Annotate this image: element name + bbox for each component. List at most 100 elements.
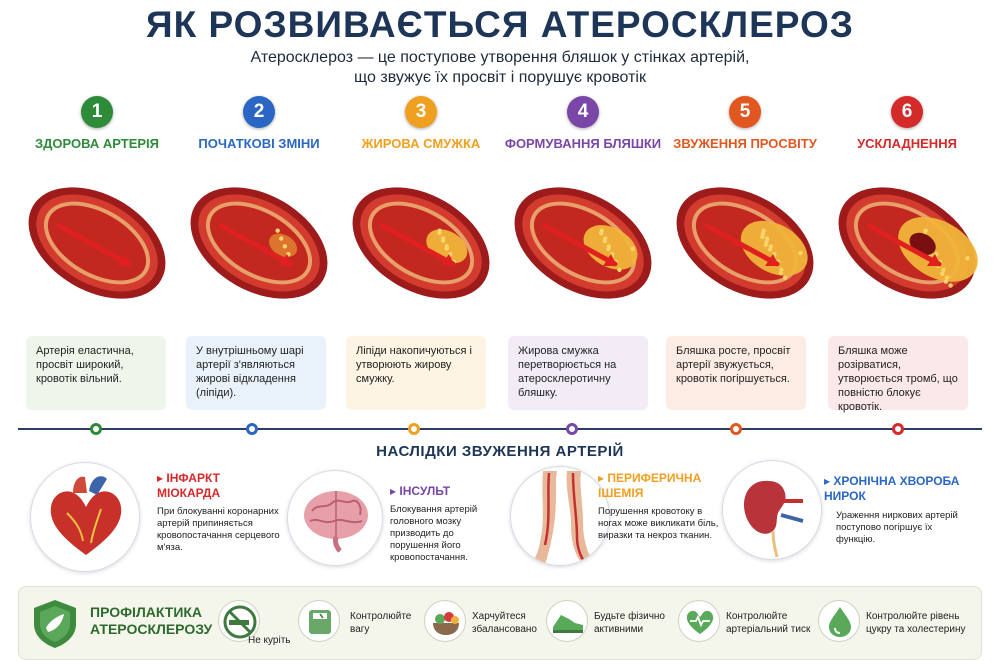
blood-flow-arrowhead: [765, 254, 779, 266]
artery-group: [838, 187, 978, 299]
healthy-food-icon: [424, 600, 466, 642]
stage-1: 1 ЗДОРОВА АРТЕРІЯ: [16, 96, 178, 310]
artery-illustration: [190, 187, 328, 299]
consequence-desc: Ураження ниркових артерій поступово погі…: [836, 510, 958, 545]
lipid-droplet: [760, 234, 765, 240]
blood-flow-arrow: [56, 223, 132, 267]
stage-number: 4: [567, 96, 599, 128]
blood-flow-arrow: [380, 223, 456, 267]
blood-flow-arrowhead: [603, 254, 617, 266]
artery-group: [28, 187, 166, 299]
lipid-droplet: [279, 236, 284, 241]
stage-number: 1: [81, 96, 113, 128]
timeline-line: [18, 428, 982, 430]
stage-2: 2 ПОЧАТКОВІ ЗМІНИ: [178, 96, 340, 310]
blood-flow-arrow: [866, 223, 942, 267]
stage-5: 5 ЗВУЖЕННЯ ПРОСВІТУ: [664, 96, 826, 310]
tip-text: Контролюйте рівень цукру та холестерину: [866, 611, 966, 635]
blood-flow-arrowhead: [441, 254, 455, 266]
stage-3: 3 ЖИРОВА СМУЖКА: [340, 96, 502, 310]
stage-6-note: Бляшка може розірватися, утворюється тро…: [828, 336, 968, 413]
timeline-dot-4: [566, 423, 578, 435]
plaque: [740, 220, 808, 276]
stage-name: ЖИРОВА СМУЖКА: [361, 136, 481, 151]
lipid-droplet: [943, 279, 949, 284]
no-smoking-icon: [218, 600, 260, 642]
lipid-droplet: [798, 250, 803, 256]
stage-name: ПОЧАТКОВІ ЗМІНИ: [198, 136, 320, 151]
page-title: ЯК РОЗВИВАЄТЬСЯ АТЕРОСКЛЕРОЗ: [146, 4, 854, 45]
artery-illustration: [352, 187, 490, 299]
heart-pressure-icon: [678, 600, 720, 642]
consequence-desc: Блокування артерій головного мозку призв…: [390, 504, 478, 563]
page-subtitle: Атеросклероз — це поступове утворення бл…: [0, 48, 1000, 88]
stage-4: 4 ФОРМУВАННЯ БЛЯШКИ: [502, 96, 664, 310]
lipid-droplet: [941, 267, 946, 273]
timeline-dot-2: [246, 423, 258, 435]
stage-name: ЗДОРОВА АРТЕРІЯ: [35, 136, 159, 151]
scale-icon: [298, 600, 340, 642]
timeline-dot-5: [730, 423, 742, 435]
stage-4-note: Жирова смужка перетворюється на атероскл…: [508, 336, 648, 410]
subtitle-line-2: що звужує їх просвіт і порушує кровотік: [354, 69, 646, 86]
tip-text: Будьте фізично активними: [594, 611, 665, 635]
consequence-desc: Порушення кровотоку в ногах може виклика…: [598, 506, 719, 541]
tip-text: Контролюйте артеріальний тиск: [726, 611, 811, 635]
sneaker-icon: [546, 600, 588, 642]
stage-5-note: Бляшка росте, просвіт артерії звужується…: [666, 336, 806, 410]
blood-flow-arrowhead: [279, 254, 293, 266]
lipid-droplet: [599, 231, 604, 236]
stage-name: ЗВУЖЕННЯ ПРОСВІТУ: [673, 136, 817, 151]
consequence-name: ▸ ХРОНІЧНА ХВОРОБА НИРОК: [824, 474, 960, 503]
shield-icon: [32, 598, 78, 650]
artery-group: [190, 187, 328, 299]
kidney-icon: [722, 460, 822, 560]
stage-3-note: Ліпіди накопичуються і утворюють жирову …: [346, 336, 486, 410]
subtitle-line-1: Атеросклероз — це поступове утворення бл…: [250, 49, 750, 66]
blood-flow-arrow: [218, 223, 294, 267]
consequence-name: ▸ ІНФАРКТ МІОКАРДА: [157, 471, 221, 500]
lipid-droplet: [630, 246, 636, 251]
consequence-desc: При блокуванні коронарних артерій припин…: [157, 506, 280, 553]
artery-illustration: [514, 187, 652, 299]
lipid-droplet: [440, 238, 446, 243]
stage-number: 6: [891, 96, 923, 128]
artery-group: [352, 187, 490, 299]
drop-icon: [818, 600, 860, 642]
tip-text: Контролюйте вагу: [350, 611, 412, 635]
lipid-droplet: [965, 256, 970, 261]
consequences-title: НАСЛІДКИ ЗВУЖЕННЯ АРТЕРІЙ: [376, 443, 624, 460]
stage-number: 3: [405, 96, 437, 128]
blood-flow-arrow: [542, 223, 618, 267]
artery-illustration: [28, 187, 166, 299]
timeline-dot-3: [408, 423, 420, 435]
lipid-droplet: [782, 275, 788, 280]
prevention-title: ПРОФІЛАКТИКА АТЕРОСКЛЕРОЗУ: [90, 604, 213, 637]
lipid-droplet: [437, 230, 442, 236]
legs-icon: [510, 466, 610, 566]
stage-name: УСКЛАДНЕННЯ: [857, 136, 957, 151]
lipid-droplet: [763, 242, 769, 247]
lipid-droplet: [944, 275, 950, 280]
blood-flow-arrowhead: [117, 254, 131, 266]
consequence-name: ▸ ІНСУЛЬТ: [390, 484, 451, 498]
consequence-name: ▸ ПЕРИФЕРИЧНА ІШЕМІЯ: [598, 471, 702, 500]
heart-icon: [30, 462, 140, 572]
blood-flow-arrow: [704, 223, 780, 267]
stage-6: 6 УСКЛАДНЕННЯ: [826, 96, 988, 310]
stage-number: 5: [729, 96, 761, 128]
lipid-droplet: [606, 246, 611, 252]
artery-illustration: [838, 187, 978, 299]
artery-group: [676, 187, 814, 299]
stage-2-note: У внутрішньому шарі артерії з'являються …: [186, 336, 326, 410]
lipid-droplet: [282, 244, 287, 249]
artery-group: [514, 187, 652, 299]
lipid-droplet: [948, 283, 953, 288]
lipid-droplet: [275, 228, 280, 233]
lipid-droplet: [444, 246, 449, 251]
stage-number: 2: [243, 96, 275, 128]
lipid-droplet: [778, 270, 784, 276]
lipid-droplet: [940, 271, 945, 276]
artery-illustration: [676, 187, 814, 299]
lipid-droplet: [617, 267, 622, 273]
